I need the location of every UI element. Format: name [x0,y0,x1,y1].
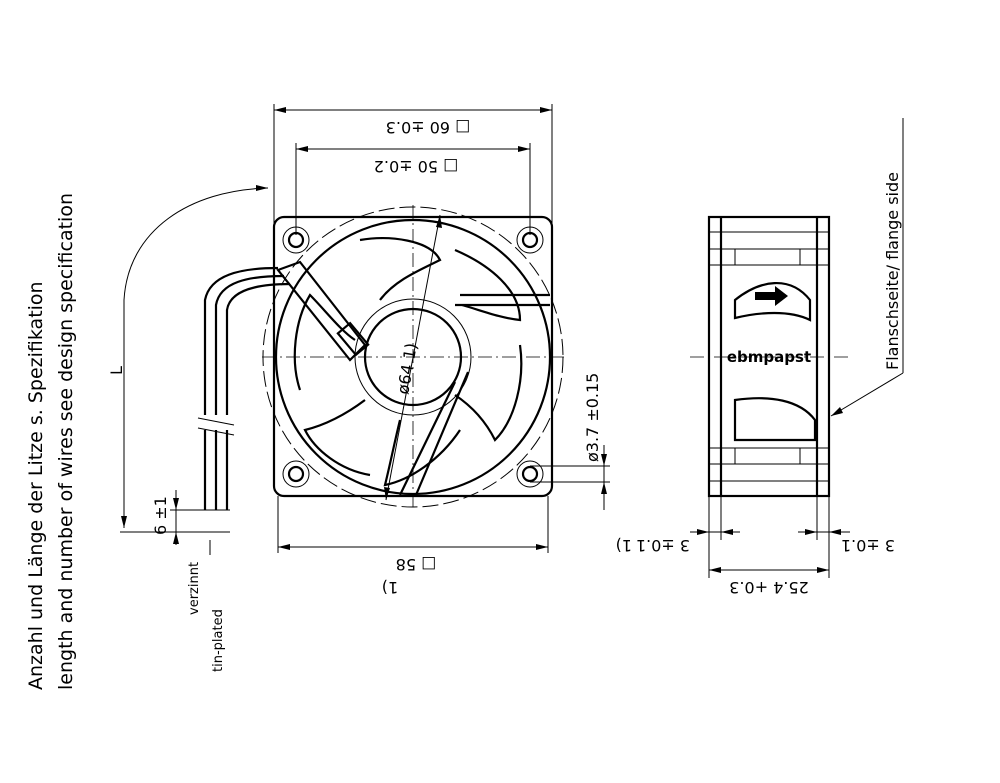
note-german: Anzahl und Länge der Litze s. Spezifikat… [25,281,47,690]
dim-hole-spacing-label: □ 50 ±0.2 [374,157,459,176]
front-view: □ 60 ±0.3 □ 50 ±0.2 [107,104,610,672]
dim-flange-left-note: 1) [616,536,632,555]
dim-body-note: 1) [382,578,398,597]
wire-strut [276,260,370,362]
side-housing [707,215,831,498]
brand-logo: ebmpapst [727,348,811,366]
dim-flange-left-label: 3 ±0.1 [636,536,690,555]
wire-note-group: Anzahl und Länge der Litze s. Spezifikat… [25,193,77,690]
fan-blades [293,237,523,487]
airflow-arrow-icon [755,286,788,306]
dim-diameter-label: ø64 1) [393,342,421,396]
dim-outer-label: □ 60 ±0.3 [386,118,471,137]
struts [399,293,550,496]
wires [197,266,291,510]
dim-hole-label: ø3.7 ±0.15 [583,373,602,462]
side-view: ebmpapst Flanschseite/ flange side 3 ±0.… [616,118,904,597]
wire-note-en: tin-plated [211,609,226,672]
dim-flange-right-label: 3 ±0.1 [841,536,895,555]
mounting-holes [282,226,544,488]
flange-label: Flanschseite/ flange side [883,172,902,370]
wire-note-de: verzinnt [187,562,202,615]
dim-depth-label: 25.4 +0.3 [729,578,809,597]
dim-strip-label: 6 ±1 [151,496,170,535]
note-english: length and number of wires see design sp… [55,193,77,690]
dim-wire-length-label: L [107,366,126,375]
dim-body-label: □ 58 [396,555,437,574]
